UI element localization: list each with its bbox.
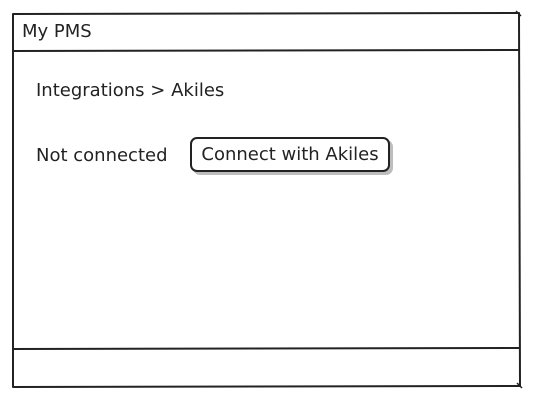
connection-status: Not connected: [36, 145, 168, 166]
breadcrumb: Integrations > Akiles: [36, 80, 225, 101]
app-title: My PMS: [22, 21, 92, 42]
connect-akiles-button[interactable]: Connect with Akiles: [190, 137, 390, 172]
title-bar-divider: [12, 49, 521, 52]
status-bar: [14, 350, 519, 385]
status-bar-divider: [12, 347, 521, 350]
window-border: [12, 12, 521, 388]
